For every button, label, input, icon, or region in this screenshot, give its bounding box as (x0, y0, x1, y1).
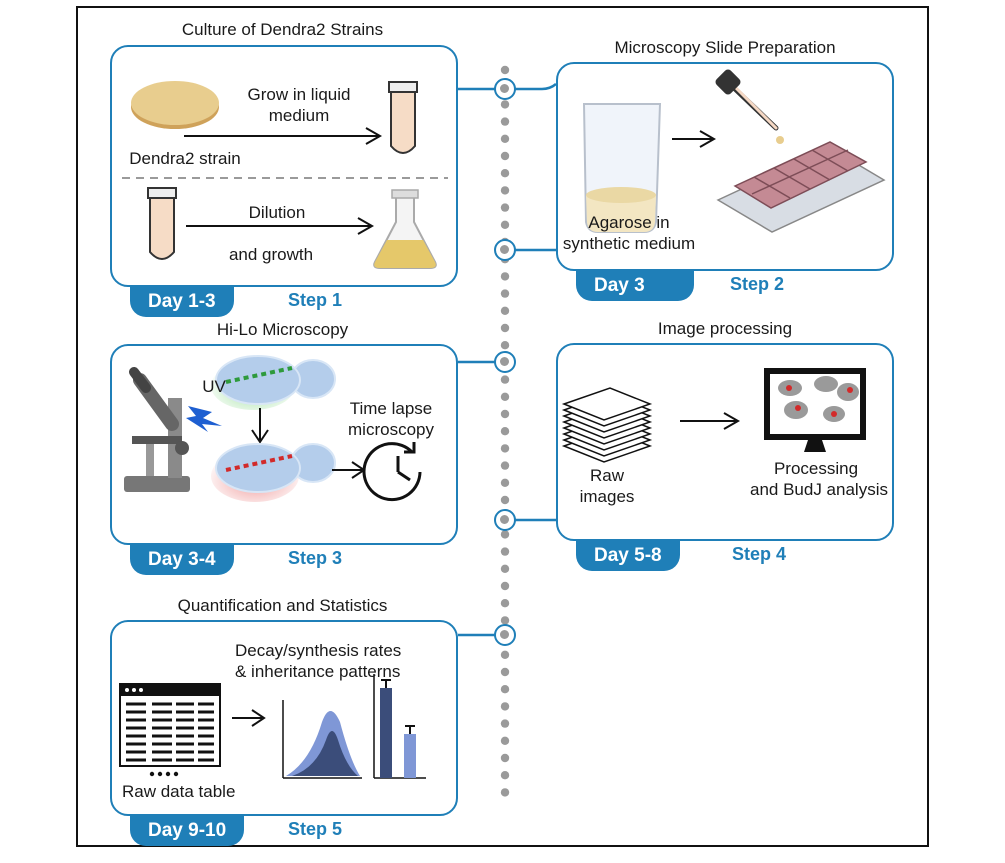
step5-step-label: Step 5 (288, 819, 343, 839)
bar-chart-icon (373, 674, 426, 779)
timeline-dot (500, 530, 510, 539)
timeline-dot (500, 495, 510, 505)
step2-step-label: Step 2 (730, 274, 785, 294)
timeline-dot (500, 186, 510, 195)
timeline-dot (500, 220, 510, 229)
timeline-dot (500, 736, 510, 745)
connector-step2-top (515, 83, 557, 91)
step4-day-tab: Day 5-8 (576, 541, 680, 571)
timeline-dot (500, 306, 510, 315)
step5-day-tab: Day 9-10 (130, 816, 245, 846)
uv-bolt-icon (186, 406, 222, 432)
timeline-dot (500, 134, 510, 143)
timeline-dot (500, 444, 510, 453)
step1-step-label: Step 1 (288, 290, 343, 310)
timeline-dot (500, 392, 510, 401)
timeline-dot (500, 427, 510, 436)
timeline-node-step4 (494, 509, 516, 531)
timeline-dot (500, 478, 510, 487)
timeline-dot (500, 169, 510, 178)
timeline-dot (500, 685, 510, 694)
timeline-dot (500, 375, 510, 384)
timeline-dot (500, 409, 510, 419)
timeline-dot (500, 272, 510, 281)
timeline-dot (500, 616, 510, 625)
slide-chamber-icon (716, 141, 886, 233)
flask-icon (373, 189, 437, 269)
beaker-icon (582, 103, 662, 233)
dilution-label: Dilution (248, 203, 306, 222)
cell-green-icon (215, 355, 336, 405)
timeline-dot (500, 702, 510, 711)
timeline-node-step2 (494, 239, 516, 261)
timeline-node-step5 (494, 624, 516, 646)
timeline-dot (500, 667, 510, 677)
figure-frame (76, 6, 929, 847)
test-tube-icon (147, 187, 177, 260)
timeline-dot (500, 564, 510, 573)
image-stack-icon (561, 387, 653, 463)
step3-step-label: Step 3 (288, 548, 343, 568)
timeline-dot (500, 461, 510, 470)
step3-title: Hi-Lo Microscopy (216, 320, 349, 339)
uv-label: UV (202, 377, 226, 396)
timeline-dot (500, 323, 510, 333)
step2-title: Microscopy Slide Preparation (614, 38, 836, 57)
timeline-dot (500, 65, 510, 75)
rates-label: Decay/synthesis rates& inheritance patte… (235, 641, 402, 681)
timeline-node-step3 (494, 351, 516, 373)
timeline-dot (500, 547, 510, 556)
step1-title: Culture of Dendra2 Strains (181, 20, 384, 39)
petri-dish-icon (131, 81, 219, 125)
timeline-dot (500, 599, 510, 608)
step1-day-tab: Day 1-3 (130, 287, 234, 317)
timeline-dot (500, 771, 510, 780)
data-table-icon (119, 683, 221, 777)
raw-table-label: Raw data table (122, 782, 236, 801)
distribution-chart-icon (282, 700, 362, 779)
dropper-icon (715, 69, 784, 144)
timeline-dot (500, 203, 510, 212)
timeline-dot (500, 117, 510, 126)
growth-label: and growth (228, 245, 314, 264)
step2-day-tab: Day 3 (576, 271, 694, 301)
step4-step-label: Step 4 (732, 544, 787, 564)
strain-label: Dendra2 strain (129, 149, 241, 168)
timeline-dot (500, 341, 510, 350)
monitor-icon (764, 368, 866, 452)
timeline-dot (500, 753, 510, 763)
timeline-dot (500, 719, 510, 728)
test-tube-icon (388, 81, 418, 154)
timeline-dot (500, 788, 510, 797)
step4-title: Image processing (657, 319, 793, 338)
timeline-dot (500, 100, 510, 109)
timeline-dot (500, 650, 510, 659)
cell-red-icon (215, 443, 336, 493)
timeline-dot (500, 581, 510, 591)
step3-day-tab: Day 3-4 (130, 545, 234, 575)
microscope-icon (124, 367, 190, 492)
step5-title: Quantification and Statistics (177, 596, 388, 615)
timeline-node-step1 (494, 78, 516, 100)
clock-icon (362, 442, 422, 502)
timeline-dot (500, 151, 510, 161)
timeline-dot (500, 289, 510, 298)
